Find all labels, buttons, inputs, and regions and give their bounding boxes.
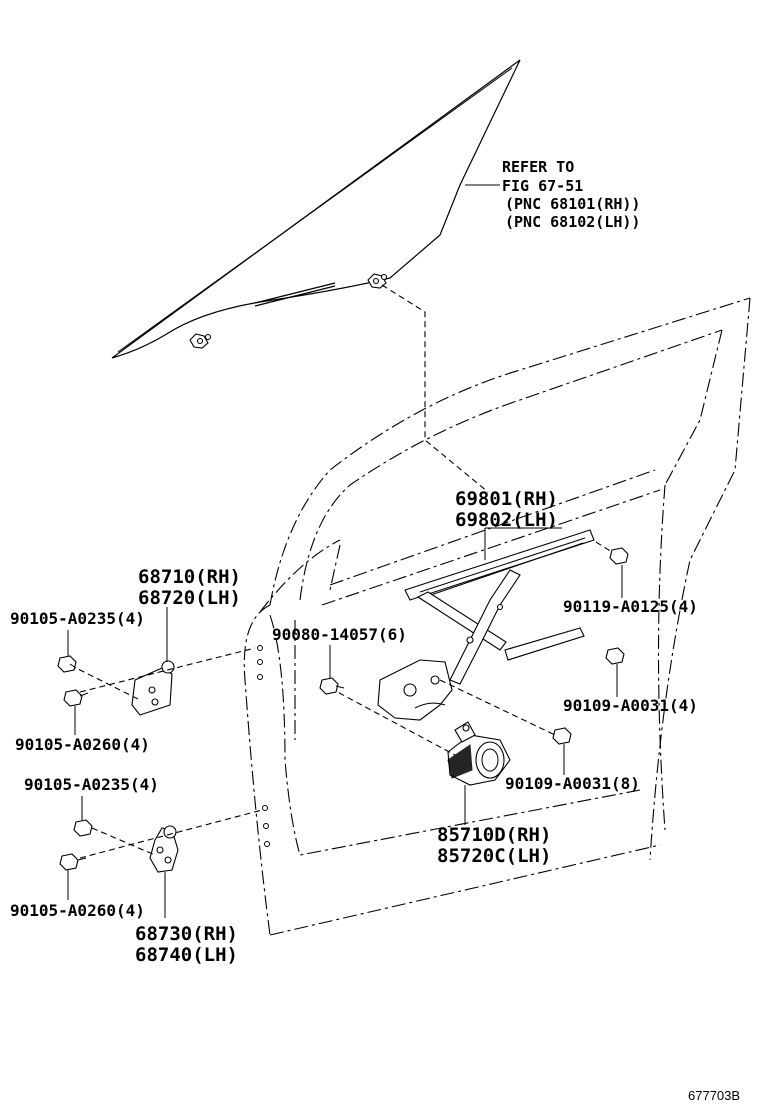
- refer-line-3: (PNC 68101(RH)): [505, 195, 640, 213]
- upper-hinge-lh-label: 68720(LH): [138, 587, 241, 609]
- glass-to-regulator-leader: [381, 284, 489, 493]
- bolt-90119-a0125: [609, 547, 629, 565]
- regulator-motor: [447, 721, 511, 786]
- bolt-label-door: 90080-14057(6): [272, 625, 407, 644]
- regulator-lh-label: 69802(LH): [455, 509, 558, 531]
- bolt-label-motor: 90109-A0031(8): [505, 774, 640, 793]
- figure-id: 677703B: [688, 1088, 740, 1103]
- window-regulator: [377, 529, 595, 721]
- bolt-90080-14057: [319, 677, 345, 695]
- regulator-rh-label: 69801(RH): [455, 488, 558, 510]
- motor-rh-label: 85710D(RH): [437, 824, 551, 846]
- upper-hinge-rh-label: 68710(RH): [138, 566, 241, 588]
- bolt-label-lower-top: 90105-A0235(4): [24, 775, 159, 794]
- lower-hinge: [149, 825, 179, 873]
- lower-hinge-rh-label: 68730(RH): [135, 923, 238, 945]
- bolt-90109-a0031-4: [605, 647, 625, 665]
- upper-hinge: [131, 660, 175, 716]
- bolt-label-glass: 90119-A0125(4): [563, 597, 698, 616]
- bolt-90105-a0235-lower: [73, 819, 93, 837]
- bolt-90105-a0260-lower: [59, 853, 87, 871]
- bolt-90105-a0235-upper: [57, 655, 77, 673]
- bolt-label-upper-bottom: 90105-A0260(4): [15, 735, 150, 754]
- refer-line-1: REFER TO: [502, 158, 574, 176]
- bolt-label-upper-top: 90105-A0235(4): [10, 609, 145, 628]
- bolt-90109-a0031-8: [552, 727, 572, 745]
- refer-line-4: (PNC 68102(LH)): [505, 213, 640, 231]
- bolt-label-regulator: 90109-A0031(4): [563, 696, 698, 715]
- bolt-90105-a0260-upper: [63, 689, 89, 707]
- door-frame: [243, 297, 751, 936]
- refer-line-2: FIG 67-51: [502, 177, 583, 195]
- motor-lh-label: 85720C(LH): [437, 845, 551, 867]
- lower-hinge-lh-label: 68740(LH): [135, 944, 238, 966]
- door-glass: [111, 59, 521, 359]
- bolt-label-lower-bottom: 90105-A0260(4): [10, 901, 145, 920]
